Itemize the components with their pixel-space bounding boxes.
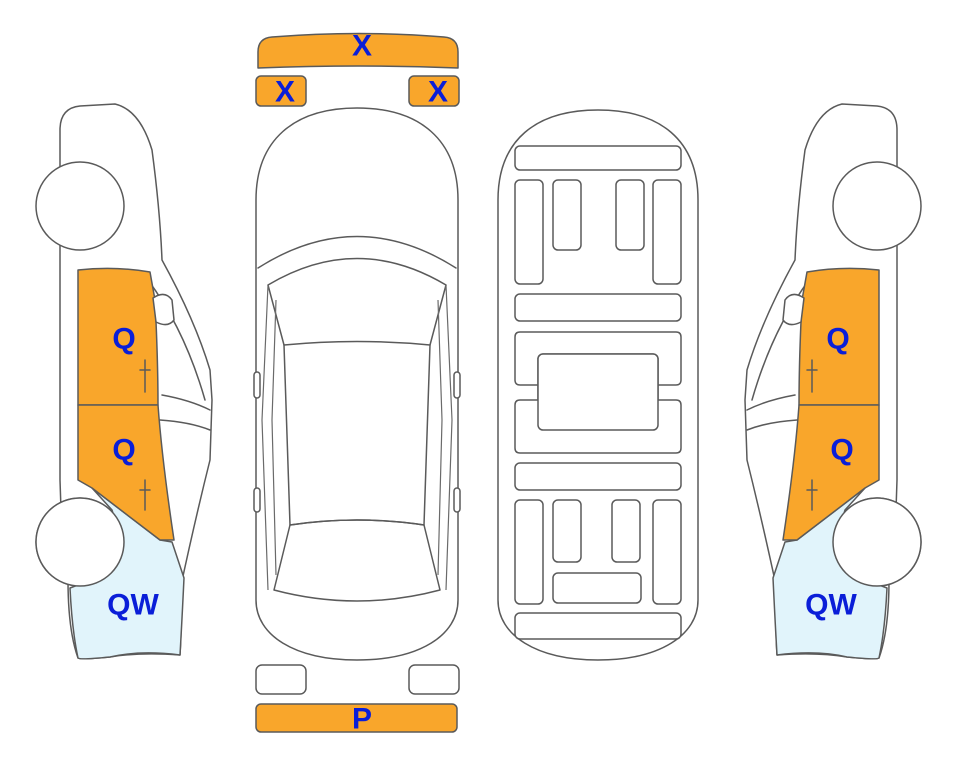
right-front-door-code: Q [826, 323, 849, 356]
car-underbody-view [497, 109, 699, 661]
front-bumper-code: X [352, 30, 372, 63]
car-top-view [253, 107, 461, 661]
left-rear-door-panel[interactable] [77, 404, 175, 541]
left-rear-door-code: Q [112, 434, 135, 467]
rear-bumper-panel[interactable] [255, 703, 458, 733]
rear-left-light[interactable] [255, 664, 307, 695]
right-rear-door-panel[interactable] [782, 404, 880, 541]
left-front-door-code: Q [112, 323, 135, 356]
car-right-side-view [744, 103, 922, 660]
front-left-corner-panel[interactable] [255, 75, 307, 107]
front-left-corner-code: X [275, 76, 295, 109]
right-rear-door-code: Q [830, 434, 853, 467]
front-right-corner-panel[interactable] [408, 75, 460, 107]
front-bumper-panel[interactable] [257, 32, 459, 69]
left-rear-quarter-code: QW [107, 589, 159, 622]
front-right-corner-code: X [428, 76, 448, 109]
right-rear-quarter-code: QW [805, 589, 857, 622]
rear-right-light[interactable] [408, 664, 460, 695]
rear-bumper-code: P [352, 703, 372, 736]
